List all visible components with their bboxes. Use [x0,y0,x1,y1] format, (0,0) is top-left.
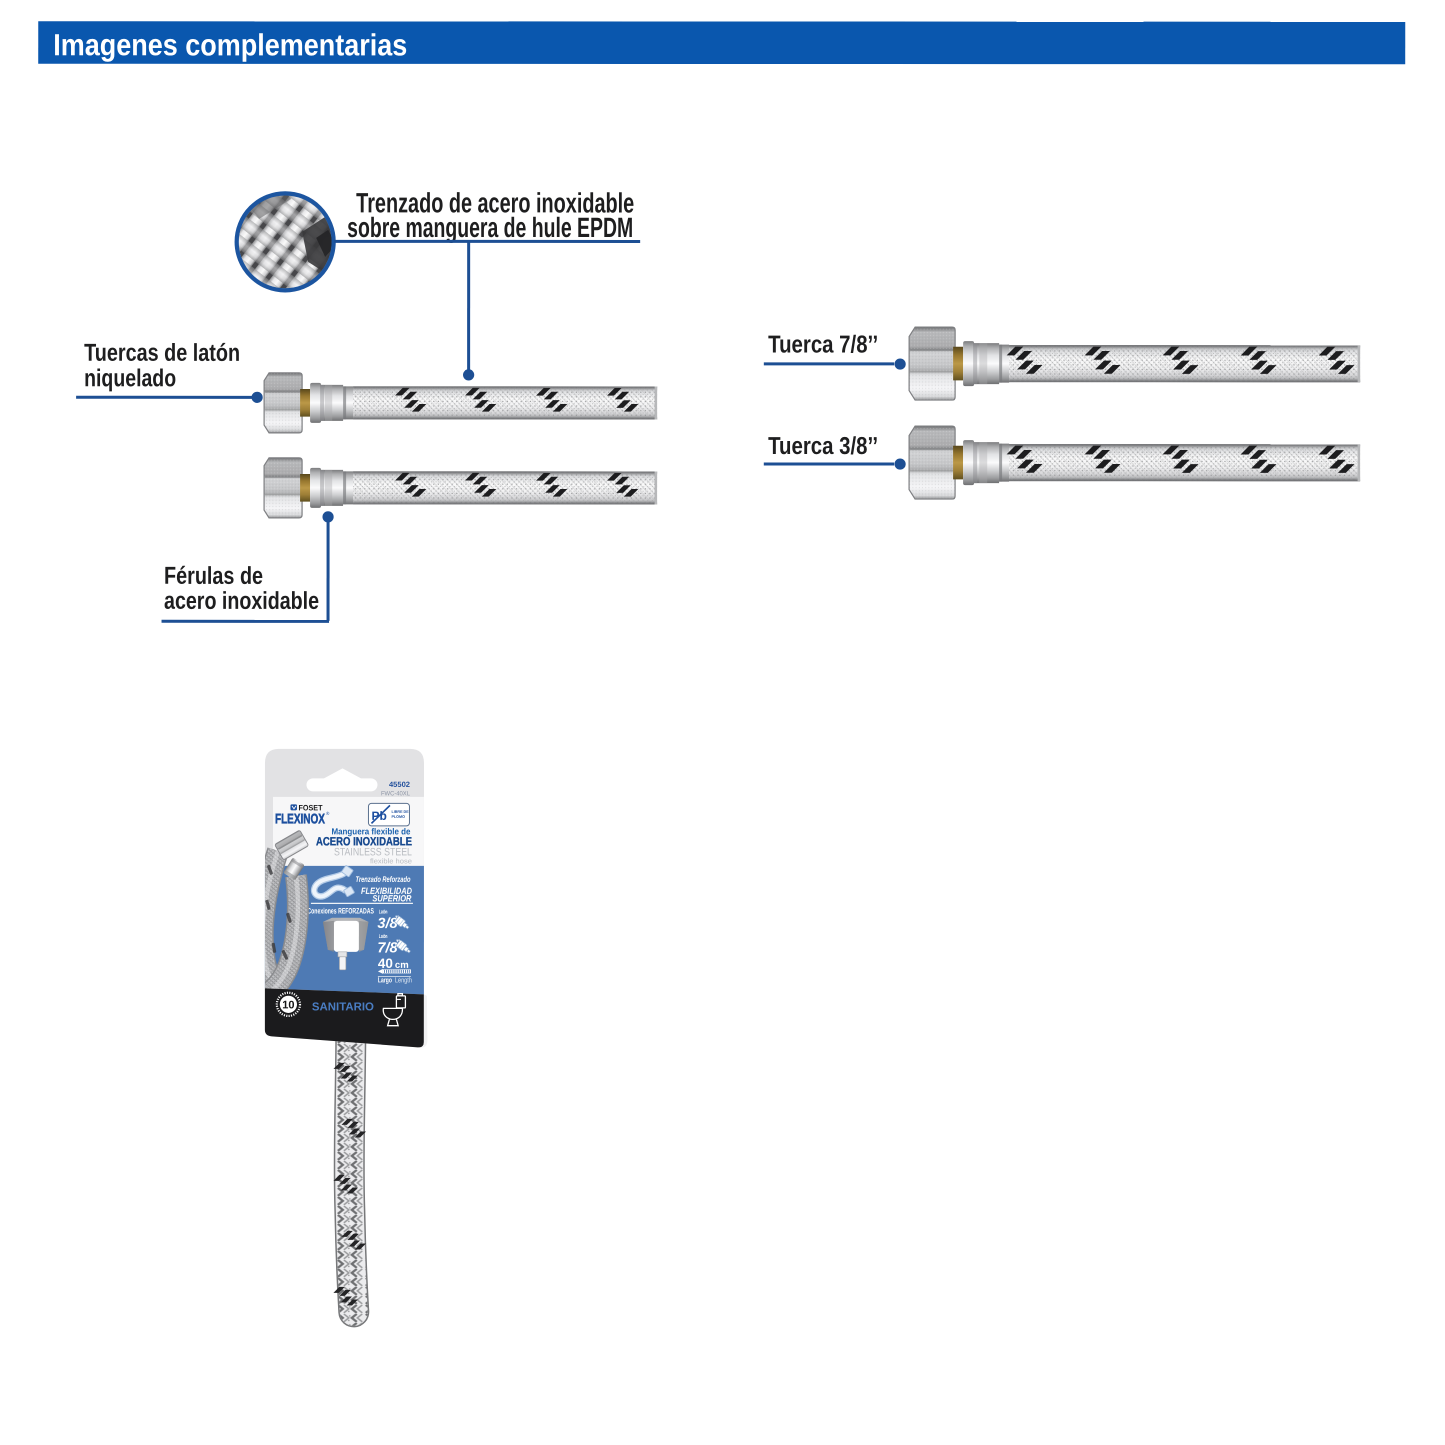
svg-text:sobre manguera de hule EPDM: sobre manguera de hule EPDM [347,212,633,243]
svg-text:SANITARIO: SANITARIO [312,1001,374,1013]
svg-text:Férulas de: Férulas de [164,563,263,590]
svg-text:ACERO INOXIDABLE: ACERO INOXIDABLE [316,834,412,848]
svg-text:FWC-40XL: FWC-40XL [381,790,411,797]
svg-text:40: 40 [378,956,393,971]
svg-text:45502: 45502 [389,780,410,789]
svg-text:Latón: Latón [379,909,388,915]
svg-text:flexible hose: flexible hose [370,858,412,865]
svg-text:STAINLESS STEEL: STAINLESS STEEL [334,846,412,858]
svg-text:Manguera flexible de: Manguera flexible de [331,826,410,836]
svg-text:acero inoxidable: acero inoxidable [164,588,319,615]
svg-text:FLEXINOX: FLEXINOX [275,810,325,826]
svg-text:FLEXIBILIDAD: FLEXIBILIDAD [361,886,412,896]
svg-text:3/8: 3/8 [377,916,398,932]
svg-text:Tuercas de latón: Tuercas de latón [84,340,240,367]
svg-text:cm: cm [395,960,409,971]
svg-text:Conexiones REFORZADAS: Conexiones REFORZADAS [307,906,374,915]
svg-text:Length: Length [395,975,412,984]
svg-text:®: ® [326,810,330,816]
svg-text:PLOMO: PLOMO [391,815,405,819]
svg-text:Trenzado Reforzado: Trenzado Reforzado [355,875,410,884]
svg-text:7/8: 7/8 [377,940,398,956]
svg-text:SUPERIOR: SUPERIOR [372,893,411,903]
svg-text:Trenzado de acero inoxidable: Trenzado de acero inoxidable [356,187,634,218]
svg-text:FOSET: FOSET [298,803,322,812]
svg-text:Largo: Largo [378,975,392,984]
svg-text:niquelado: niquelado [84,365,176,392]
svg-text:Tuerca 3/8’’: Tuerca 3/8’’ [768,433,878,460]
svg-text:Tuerca 7/8’’: Tuerca 7/8’’ [768,332,878,359]
svg-text:Imagenes complementarias: Imagenes complementarias [53,28,407,62]
svg-text:10: 10 [282,999,294,1011]
svg-text:Latón: Latón [379,934,388,940]
svg-text:LIBRE DE: LIBRE DE [391,810,409,814]
